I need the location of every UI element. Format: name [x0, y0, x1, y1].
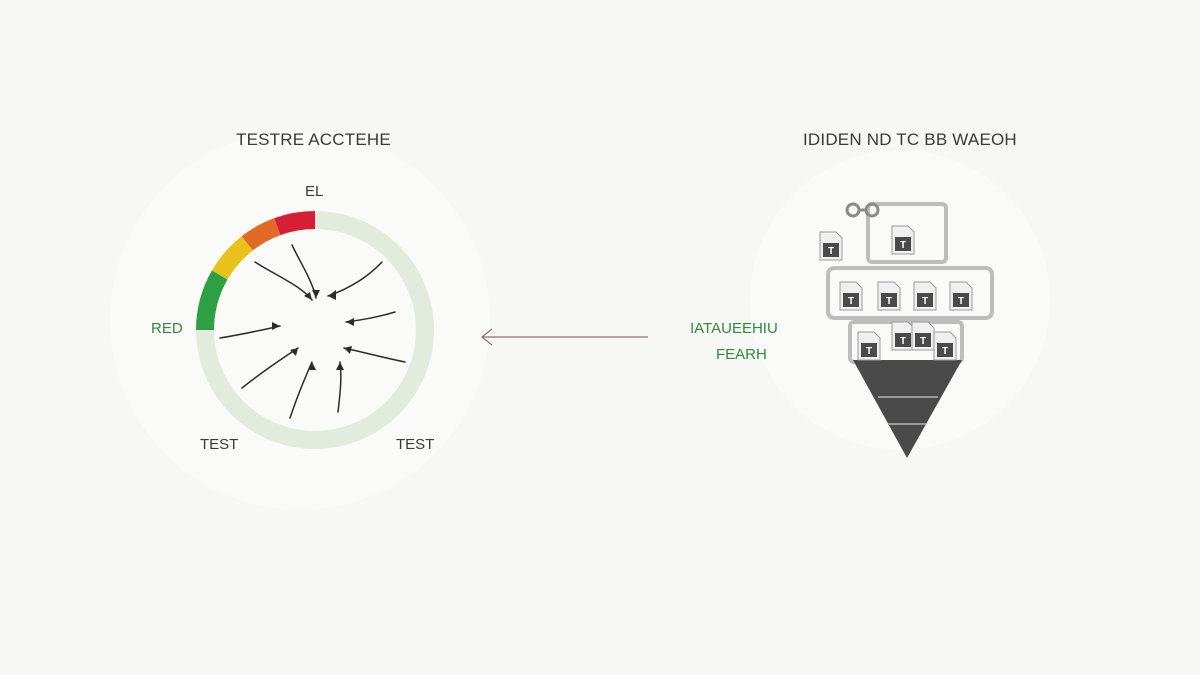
- top-frame: [866, 202, 948, 264]
- svg-text:T: T: [958, 296, 964, 307]
- svg-text:T: T: [900, 240, 906, 251]
- svg-text:T: T: [900, 336, 906, 347]
- gauge-arc-segment: [241, 218, 281, 251]
- middle-frame: [826, 266, 994, 320]
- file-icon: T: [891, 225, 915, 255]
- arrowhead: [328, 290, 336, 300]
- gauge-top-label: EL: [305, 183, 324, 200]
- file-icon: T: [913, 281, 937, 311]
- svg-text:T: T: [886, 296, 892, 307]
- gauge-arc-segment: [274, 211, 316, 236]
- gauge-arc-segment: [211, 236, 254, 280]
- clip-icon: [845, 202, 880, 218]
- arrowhead: [344, 346, 352, 354]
- bottom-left-label: TEST: [200, 436, 239, 453]
- file-icon: T: [857, 331, 881, 361]
- file-icon: T: [949, 281, 973, 311]
- right-panel-title: IDIDEN ND TC BB WAEOH: [803, 130, 1017, 149]
- arrowhead: [312, 290, 320, 298]
- file-icon: T: [891, 321, 915, 351]
- file-icon: T: [839, 281, 863, 311]
- file-icon: T: [933, 331, 957, 361]
- arrowhead: [304, 292, 312, 300]
- file-icon: T: [877, 281, 901, 311]
- connector-label-line2: FEARH: [716, 346, 767, 363]
- arrow-heads: [272, 290, 354, 370]
- svg-text:T: T: [942, 346, 948, 357]
- arrowhead: [336, 362, 344, 370]
- gauge-side-label: RED: [151, 320, 183, 337]
- arrowhead: [346, 318, 354, 326]
- bottom-right-label: TEST: [396, 436, 435, 453]
- connector-arrowhead: [481, 328, 493, 346]
- arrowhead: [290, 348, 298, 356]
- file-icons: T T T T T T T T T T: [819, 225, 973, 361]
- left-panel-title: TESTRE ACCTEHE: [236, 130, 391, 149]
- svg-text:T: T: [920, 336, 926, 347]
- file-icon: T: [911, 321, 935, 351]
- svg-text:T: T: [828, 246, 834, 257]
- gauge-color-arcs: [196, 211, 316, 331]
- gauge-arc-segment: [196, 270, 228, 331]
- connector-label-line1: IATAUEEHIU: [690, 320, 778, 337]
- file-icon: T: [819, 231, 843, 261]
- arrowhead: [272, 322, 280, 330]
- svg-text:T: T: [922, 296, 928, 307]
- arrowhead: [308, 362, 316, 370]
- svg-text:T: T: [848, 296, 854, 307]
- svg-text:T: T: [866, 346, 872, 357]
- funnel: [853, 360, 962, 458]
